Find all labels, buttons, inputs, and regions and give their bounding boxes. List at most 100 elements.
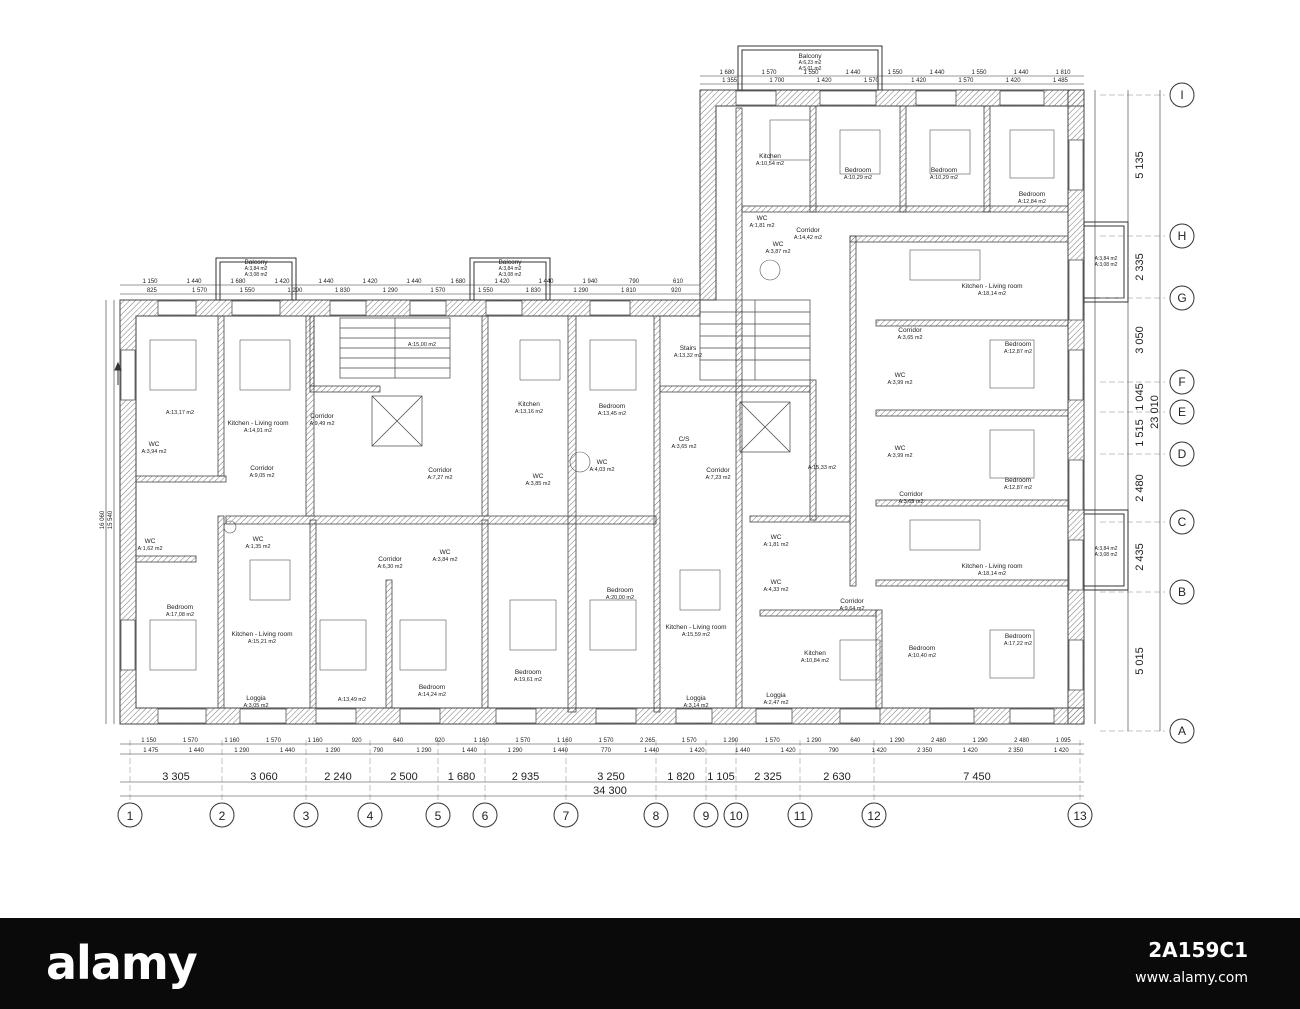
room-area-label: A:13,17 m2 (166, 410, 194, 416)
bay-dimension: 3 060 (250, 771, 278, 783)
top-right-dimension-row1: 1 550 (803, 70, 819, 76)
bottom-dimension-row1: 1 150 (141, 738, 157, 744)
room-area-label: A:12,84 m2 (1018, 199, 1046, 205)
room-area-label: A:20,00 m2 (606, 595, 634, 601)
room-name-label: Kitchen - Living room (961, 563, 1022, 570)
grid-row-label: E (1178, 405, 1186, 419)
bottom-dimension-row2: 1 290 (234, 748, 250, 754)
room-name-label: Loggia (686, 695, 706, 702)
grid-column-label: 5 (435, 809, 442, 823)
room-name-label: WC (253, 536, 264, 543)
room-name-label: WC (771, 579, 782, 586)
room-area-label: A:15,21 m2 (248, 639, 276, 645)
room-name-label: WC (895, 445, 906, 452)
bay-dimension: 2 630 (823, 771, 851, 783)
grid-row-label: H (1178, 229, 1187, 243)
right-bay-dimension: 2 435 (1134, 543, 1146, 571)
room-area-label: A:10,54 m2 (756, 161, 784, 167)
bay-dimension: 1 105 (707, 771, 735, 783)
room-name-label: Bedroom (1005, 477, 1031, 484)
top-right-dimension-row1: 1 810 (1055, 70, 1071, 76)
grid-row-label: C (1178, 515, 1187, 529)
top-right-dimension-row2: 1 420 (911, 78, 927, 84)
balcony-area-label: A:3,08 m2 (499, 272, 522, 278)
room-area-label: A:3,94 m2 (141, 449, 166, 455)
room-area-label: A:1,81 m2 (749, 223, 774, 229)
top-left-dimension-row2: 1 830 (335, 288, 351, 294)
grid-column-label: 8 (653, 809, 660, 823)
room-name-label: WC (597, 459, 608, 466)
grid-column-label: 7 (563, 809, 570, 823)
bay-dimension: 3 250 (597, 771, 625, 783)
right-bay-dimension: 2 335 (1134, 253, 1146, 281)
bottom-dimension-row1: 1 160 (308, 738, 324, 744)
room-name-label: Bedroom (515, 669, 541, 676)
room-area-label: A:13,49 m2 (338, 697, 366, 703)
grid-column-label: 3 (303, 809, 310, 823)
bottom-dimension-row2: 1 440 (280, 748, 296, 754)
top-right-dimension-row1: 1 440 (1013, 70, 1029, 76)
room-name-label: Bedroom (599, 403, 625, 410)
room-area-label: A:4,33 m2 (763, 587, 788, 593)
room-name-label: Corridor (796, 227, 820, 234)
dimension-lines (105, 75, 1161, 797)
top-right-dimension-row2: 1 420 (1006, 78, 1022, 84)
room-name-label: C/S (679, 436, 691, 443)
room-area-label: A:15,00 m2 (408, 342, 436, 348)
column-grid-bubbles (117, 802, 1093, 828)
room-area-label: A:1,35 m2 (245, 544, 270, 550)
bottom-dimension-row2: 1 440 (553, 748, 569, 754)
top-left-dimension-row1: 1 440 (406, 279, 422, 285)
bottom-dimension-row1: 1 095 (1056, 738, 1072, 744)
top-right-dimension-row2: 1 570 (958, 78, 974, 84)
bay-dimension: 3 305 (162, 771, 190, 783)
room-area-label: A:18,14 m2 (978, 291, 1006, 297)
bottom-dimension-row1: 640 (393, 738, 404, 744)
balcony-area-label: A:3,08 m2 (1095, 262, 1118, 268)
right-bay-dimension: 1 045 (1134, 383, 1146, 411)
window-openings (120, 90, 1084, 724)
top-left-dimension-row2: 1 290 (287, 288, 303, 294)
balcony-name-label: Balcony (244, 259, 268, 266)
watermark-url: www.alamy.com (1135, 970, 1248, 986)
room-name-label: Bedroom (931, 167, 957, 174)
room-area-label: A:3,05 m2 (243, 703, 268, 709)
balcony-area-label: A:3,84 m2 (1095, 546, 1118, 552)
right-bay-dimension: 5 135 (1134, 151, 1146, 179)
grid-row-label: B (1178, 585, 1186, 599)
top-left-dimension-row1: 1 150 (142, 279, 158, 285)
room-area-label: A:17,08 m2 (166, 612, 194, 618)
bottom-dimension-row2: 790 (373, 748, 384, 754)
room-area-label: A:15,59 m2 (682, 632, 710, 638)
bottom-dimension-row2: 1 440 (462, 748, 478, 754)
top-right-dimension-row2: 1 420 (817, 78, 833, 84)
room-area-label: A:10,84 m2 (801, 658, 829, 664)
stair-cores (339, 299, 811, 453)
bottom-dimension-row2: 1 420 (872, 748, 888, 754)
room-area-label: A:19,61 m2 (514, 677, 542, 683)
grid-column-label: 9 (703, 809, 710, 823)
grid-row-label: G (1177, 291, 1186, 305)
top-left-dimension-row2: 1 570 (192, 288, 208, 294)
grid-row-label: F (1178, 375, 1185, 389)
room-name-label: WC (895, 372, 906, 379)
room-area-label: A:3,65 m2 (898, 499, 923, 505)
room-area-label: A:9,05 m2 (249, 473, 274, 479)
overall-dimension: 34 300 (593, 785, 627, 797)
top-right-dimension-row1: 1 550 (887, 70, 903, 76)
room-area-label: A:9,64 m2 (839, 606, 864, 612)
top-right-dimension-row1: 1 440 (845, 70, 861, 76)
top-left-dimension-row1: 1 940 (582, 279, 598, 285)
bottom-dimension-row2: 1 420 (781, 748, 797, 754)
left-outer-dimension: 15 540 (108, 510, 114, 529)
right-bay-dimension: 1 515 (1134, 419, 1146, 447)
room-name-label: WC (440, 549, 451, 556)
room-name-label: Kitchen - Living room (665, 624, 726, 631)
room-name-label: Bedroom (845, 167, 871, 174)
overall-height-dimension: 23 010 (1149, 395, 1161, 429)
bottom-dimension-row1: 1 570 (515, 738, 531, 744)
